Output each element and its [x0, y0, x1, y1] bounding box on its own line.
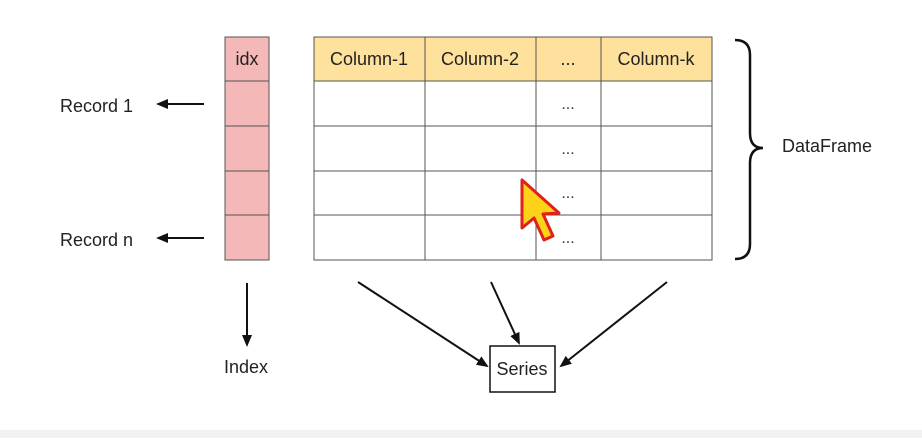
column-header-row: Column-1 Column-2 ... Column-k: [313, 36, 713, 82]
series-arrow-left: [357, 281, 489, 368]
column-header-cell: [313, 36, 426, 82]
series-arrow-middle: [490, 281, 520, 345]
ellipsis-cell: ...: [561, 141, 574, 158]
index-column: idx: [224, 36, 270, 261]
column-header-cell: [424, 36, 537, 82]
bottom-strip: [0, 430, 922, 438]
column-header-label: Column-1: [330, 49, 408, 69]
index-cell: [224, 170, 270, 216]
data-grid: ... ... ... ...: [313, 80, 713, 261]
cursor-icon: [520, 178, 561, 242]
index-cell: [224, 214, 270, 261]
series-label: Series: [496, 359, 547, 379]
series-arrow-right: [559, 281, 668, 368]
dataframe-brace: [734, 38, 764, 261]
column-header-label: Column-2: [441, 49, 519, 69]
index-cell: [224, 80, 270, 127]
column-header-label: Column-k: [617, 49, 695, 69]
index-header-label: idx: [235, 49, 258, 69]
index-label: Index: [224, 357, 269, 377]
index-cell: [224, 125, 270, 172]
index-header-cell: [224, 36, 270, 82]
ellipsis-cell: ...: [561, 96, 574, 113]
dataframe-label: DataFrame: [782, 136, 873, 156]
ellipsis-cell: ...: [561, 185, 574, 202]
ellipsis-cell: ...: [561, 230, 574, 247]
column-header-label: ...: [560, 49, 575, 69]
record-first-label: Record 1: [60, 96, 134, 116]
record-last-label: Record n: [60, 230, 134, 250]
series-box: [489, 345, 556, 393]
